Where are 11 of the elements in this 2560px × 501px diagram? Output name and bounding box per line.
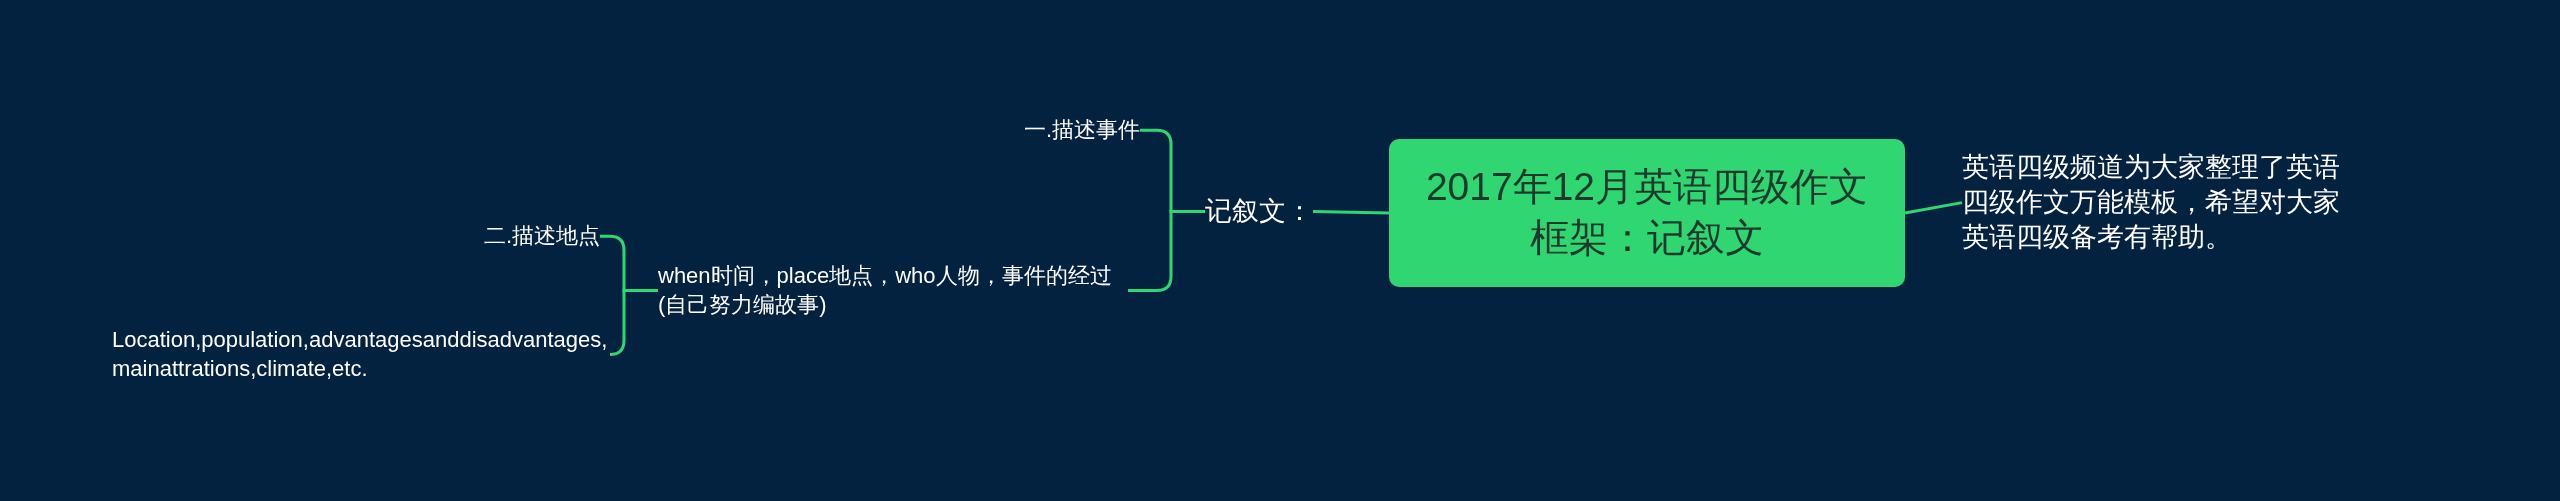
topic-box: 2017年12月英语四级作文框架：记叙文 (1389, 139, 1905, 287)
leaf-label: 二.描述地点 (483, 222, 600, 251)
leaf-text: when时间，place地点，who人物，事件的经过(自己努力编故事) (658, 262, 1128, 320)
connector-line (608, 289, 658, 357)
leaf-label: 一.描述事件 (1023, 116, 1140, 145)
connector-line (1312, 210, 1390, 215)
description-text: 英语四级频道为大家整理了英语四级作文万能模板，希望对大家英语四级备考有帮助。 (1962, 150, 2362, 256)
branch-label: 记叙文： (1205, 194, 1313, 230)
connector-line (1128, 210, 1205, 293)
connector-line (1904, 201, 1963, 215)
leaf-text: Location,population,advantagesanddisadvantages,mainattrations,climate,etc. (112, 326, 612, 384)
